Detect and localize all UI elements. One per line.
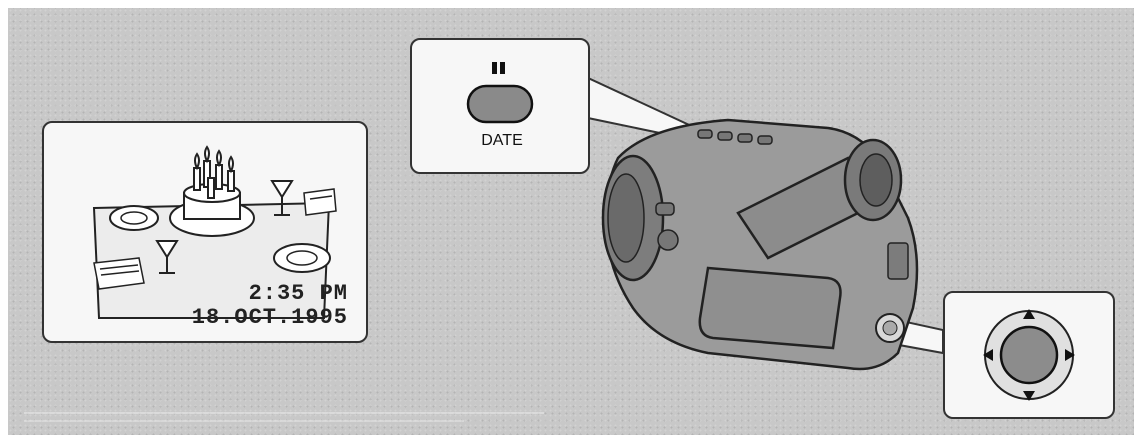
faint-caption-dots — [24, 412, 544, 422]
overlay-time: 2:35 PM — [249, 281, 348, 306]
date-button-callout: DATE — [410, 38, 590, 174]
overlay-date: 18.OCT.1995 — [192, 305, 348, 330]
lcd-panel — [700, 268, 841, 348]
date-button-label: DATE — [412, 132, 592, 150]
diagram-stage: 2:35 PM 18.OCT.1995 DATE — [8, 8, 1134, 435]
candles-icon — [194, 147, 234, 198]
control-pad-center-button[interactable] — [1001, 327, 1057, 383]
pause-icon — [492, 62, 505, 74]
date-button[interactable] — [468, 86, 532, 122]
control-pad-callout — [943, 291, 1115, 419]
screen-display-card: 2:35 PM 18.OCT.1995 — [42, 121, 368, 343]
